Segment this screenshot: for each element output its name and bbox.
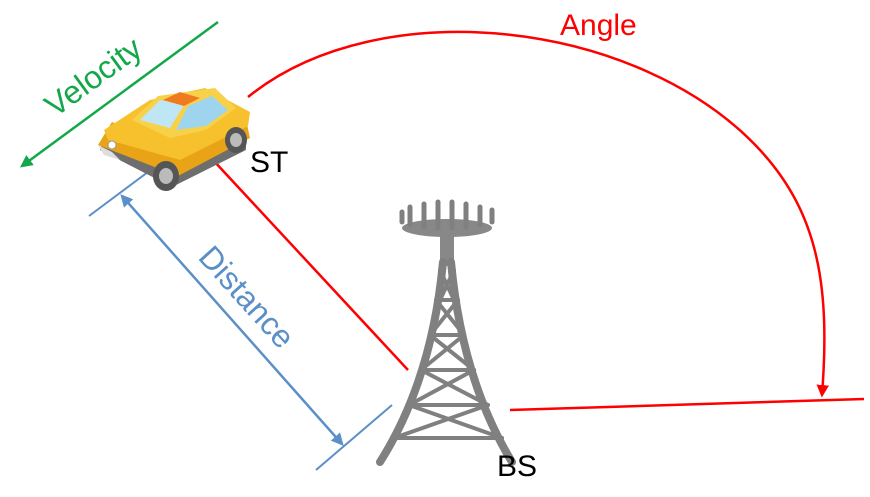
station-label: ST [250,146,288,179]
angle-label: Angle [560,9,637,42]
distance-extension-top [88,171,149,217]
distance-arrow [120,194,344,446]
angle-arc [247,30,829,398]
velocity-label: Velocity [38,30,148,124]
reference-line [509,397,865,412]
velocity-arrow [19,20,219,168]
base-station-label: BS [497,450,537,483]
taxi-car-icon [98,88,250,191]
distance-extension-bottom [315,404,393,471]
cell-tower-icon [376,199,516,466]
